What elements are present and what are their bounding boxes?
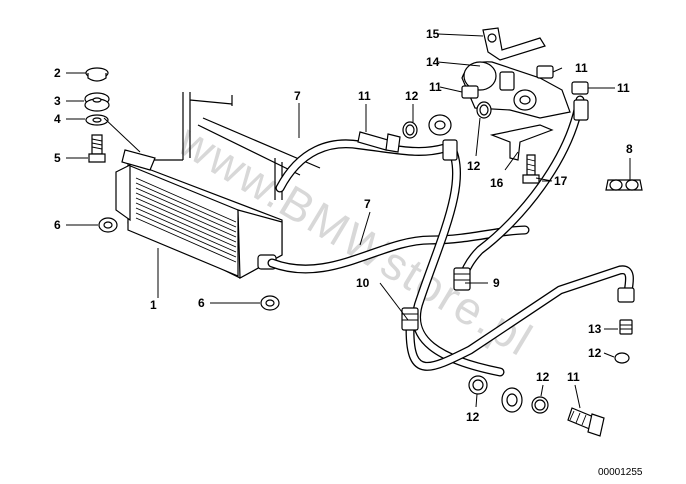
hose-socket-b [401, 307, 419, 331]
callout-numbers: 1 2 3 4 5 6 6 7 7 8 9 10 11 11 11 11 11 … [54, 27, 633, 424]
callout-2: 2 [54, 66, 61, 80]
banjo-fitting-lower [501, 387, 523, 413]
mount-bracket [489, 124, 554, 161]
rubber-grommet-cap [85, 67, 109, 82]
screw [522, 154, 540, 184]
callout-11-bottom: 11 [567, 370, 580, 384]
hose-clamp-lower [260, 295, 280, 311]
leader-lines [66, 33, 631, 409]
callout-10: 10 [356, 276, 370, 290]
callout-3: 3 [54, 94, 61, 108]
banjo-bolt-top-b [536, 65, 554, 79]
sealing-ring-a [402, 121, 418, 139]
drawing-number: 00001255 [598, 467, 643, 478]
callout-6-lower: 6 [198, 296, 205, 310]
callout-7-lower: 7 [364, 197, 371, 211]
callout-12-right: 12 [588, 346, 602, 360]
callout-12-bottom-left: 12 [466, 410, 480, 424]
callout-15: 15 [426, 27, 440, 41]
callout-13: 13 [588, 322, 602, 336]
callout-4: 4 [54, 112, 61, 126]
banjo-fitting [428, 114, 452, 136]
callout-1: 1 [150, 298, 157, 312]
callout-16: 16 [490, 176, 504, 190]
callout-6-upper: 6 [54, 218, 61, 232]
callout-11-top: 11 [429, 80, 442, 94]
hose-socket-c [442, 139, 458, 161]
banjo-bolt-top-a [461, 85, 479, 99]
callout-11-left: 11 [358, 89, 371, 103]
oil-cooler [115, 149, 283, 279]
callout-12-mid: 12 [467, 159, 481, 173]
thermostat-bracket [482, 27, 546, 61]
oil-line-rigid [405, 265, 635, 371]
callout-9: 9 [493, 276, 500, 290]
callout-8: 8 [626, 142, 633, 156]
hose-clamp-upper [98, 217, 118, 233]
sealing-ring-e [531, 396, 549, 414]
washer [85, 114, 109, 126]
banjo-bolt-bottom [567, 407, 605, 437]
banjo-bolt-left [357, 131, 401, 153]
sealing-ring-d [468, 375, 488, 395]
callout-7-upper: 7 [294, 89, 301, 103]
callout-14: 14 [426, 55, 440, 69]
callout-11-top-right: 11 [575, 61, 588, 75]
screw-fitting [617, 287, 635, 335]
callout-12-bottom: 12 [536, 370, 550, 384]
callout-11-right: 11 [617, 81, 630, 95]
hose-clip [605, 179, 643, 191]
hex-bolt [88, 134, 106, 163]
hose-socket-d [573, 99, 589, 121]
rubber-mount [84, 92, 110, 112]
callout-12-left: 12 [405, 89, 419, 103]
sealing-ring-c [614, 352, 630, 364]
hose-socket-a [453, 267, 471, 291]
oil-hose-upper [275, 139, 450, 193]
sealing-ring-b [476, 101, 492, 119]
banjo-bolt-right [571, 81, 589, 95]
callout-5: 5 [54, 151, 61, 165]
callout-17: 17 [554, 174, 568, 188]
